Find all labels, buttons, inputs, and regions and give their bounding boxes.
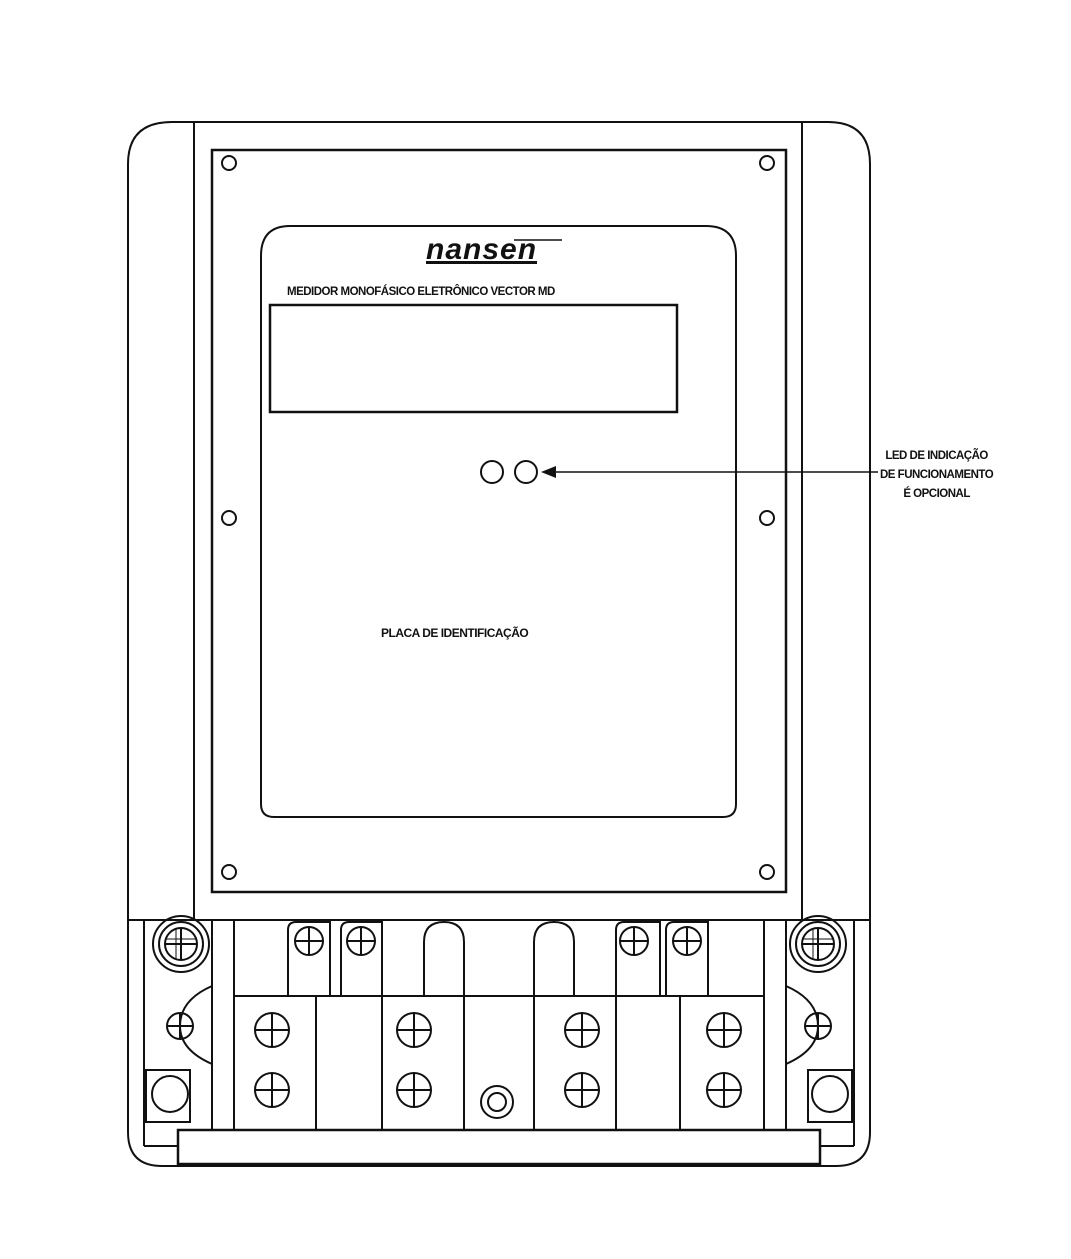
left-side-screw-large [152,915,210,973]
led-note-line-1: LED DE INDICAÇÃO [885,450,988,462]
terminal-screw-1-top [254,1012,290,1048]
led-note-line-3: É OPCIONAL [903,488,970,500]
lcd-display [268,303,679,414]
led-callout-note: LED DE INDICAÇÃO DE FUNCIONAMENTO É OPCI… [880,447,994,504]
front-cover [210,148,788,894]
bottom-cover-bar [176,1128,822,1166]
right-slot [533,920,575,996]
plate-label: PLACA DE IDENTIFICAÇÃO [381,626,529,640]
right-side-screw-large [789,915,847,973]
right-side-tab-hole [811,1075,849,1113]
upper-clamp-right-2 [665,921,709,996]
left-side-tab-hole [151,1075,189,1113]
led-2 [514,460,538,484]
center-seal-outer [480,1085,514,1119]
terminal-screw-2-bottom [396,1072,432,1108]
left-side-screw-small [166,1012,194,1040]
cover-screw-top-left [221,155,237,171]
center-seal-inner [487,1092,507,1112]
meter-outer-body [127,121,871,1167]
cover-screw-top-right [759,155,775,171]
terminal-screw-2-top [396,1012,432,1048]
upper-clamp-left-1 [287,921,331,996]
identification-plate [260,225,737,818]
right-side-tab [807,1069,853,1123]
cover-screw-mid-left [221,510,237,526]
left-slot [423,920,465,996]
terminal-screw-3-bottom [564,1072,600,1108]
upper-clamp-left-2 [340,921,383,996]
upper-clamp-right-1 [615,921,661,996]
cover-screw-bottom-left [221,864,237,880]
brand-logo: nansen [426,233,538,266]
right-side-screw-small [804,1012,832,1040]
led-callout-arrowhead [541,466,556,478]
terminal-screw-1-bottom [254,1072,290,1108]
led-1 [480,460,504,484]
terminal-screw-4-bottom [706,1072,742,1108]
led-note-line-2: DE FUNCIONAMENTO [880,469,994,481]
terminal-screw-3-top [564,1012,600,1048]
left-side-tab [145,1069,191,1123]
model-title: MEDIDOR MONOFÁSICO ELETRÔNICO VECTOR MD [287,286,555,298]
terminal-screw-4-top [706,1012,742,1048]
cover-screw-bottom-right [759,864,775,880]
cover-screw-mid-right [759,510,775,526]
